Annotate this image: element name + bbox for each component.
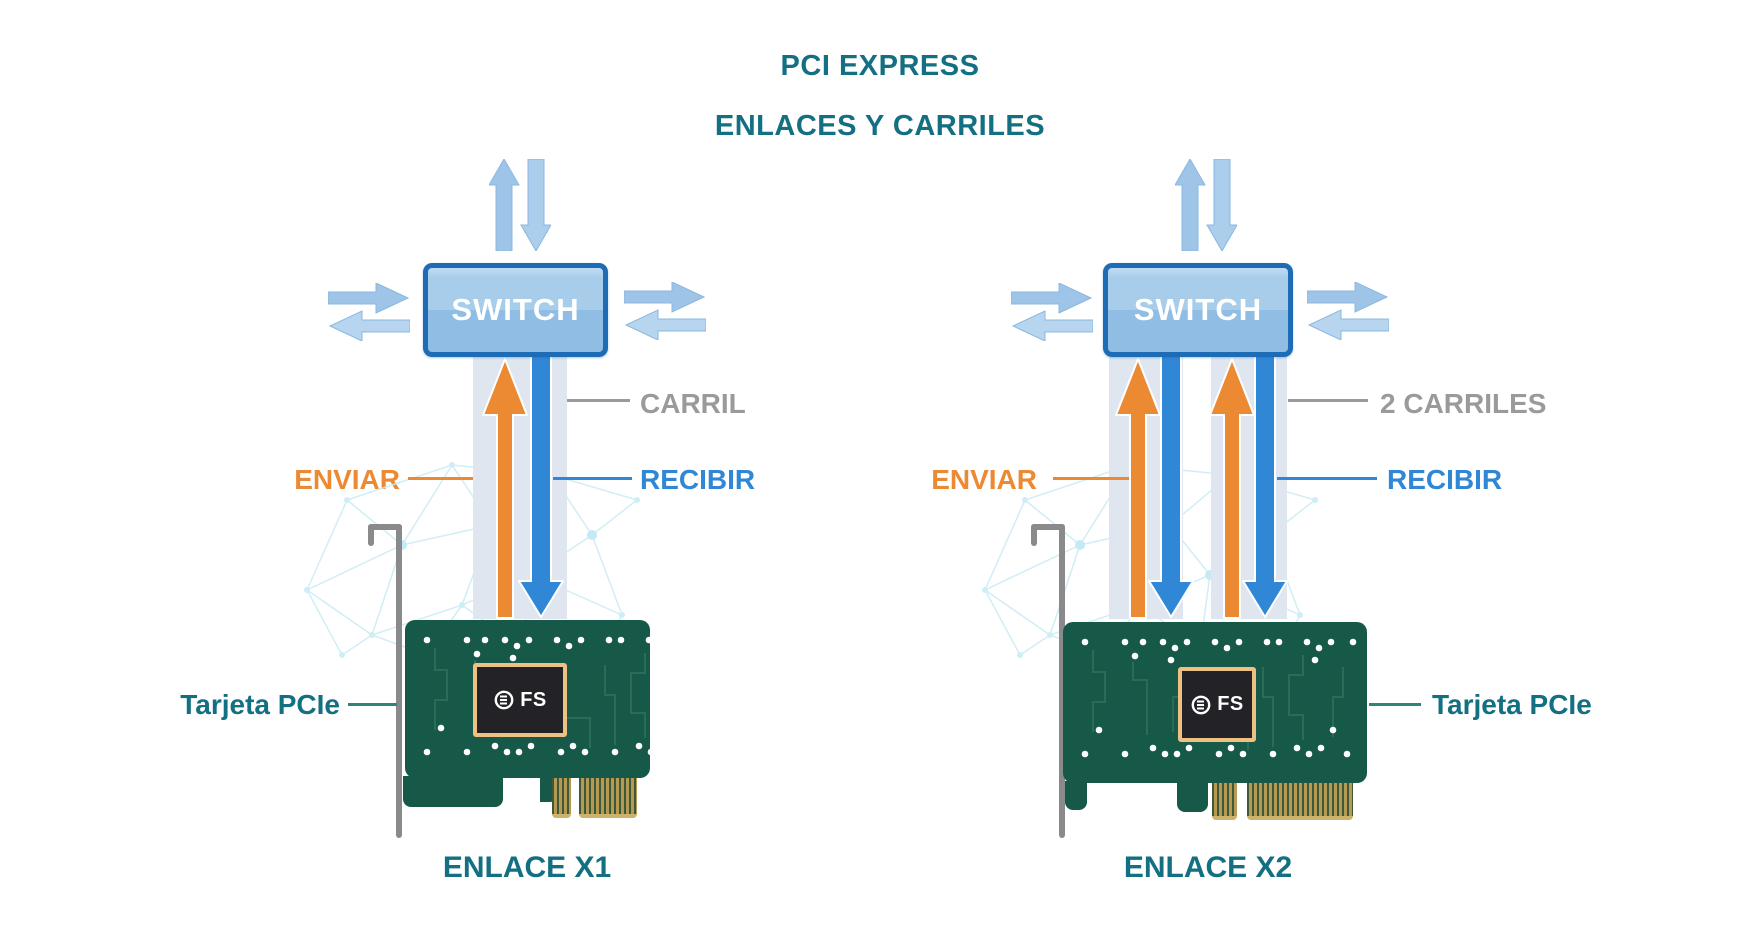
edge-connector-signal-segment xyxy=(579,778,637,818)
switch-box: SWITCH xyxy=(423,263,608,357)
fs-logo-icon xyxy=(494,690,514,710)
card-callout-line xyxy=(348,703,397,706)
page-title-line1: PCI EXPRESS xyxy=(780,50,980,82)
card-bracket xyxy=(1059,524,1065,838)
page-title-line2: ENLACES Y CARRILES xyxy=(714,110,1046,142)
switch-label: SWITCH xyxy=(451,292,580,327)
fs-chip: FS xyxy=(1178,667,1256,742)
chip-label: FS xyxy=(1217,693,1244,715)
link-label-x2: ENLACE X2 xyxy=(1123,851,1293,884)
receive-callout-line xyxy=(553,477,632,480)
send-label: ENVIAR xyxy=(931,464,1037,495)
receive-label: RECIBIR xyxy=(1387,464,1503,495)
card-bracket-hook xyxy=(368,524,402,530)
edge-connector-power-segment xyxy=(552,778,571,818)
card-label: Tarjeta PCIe xyxy=(180,689,340,720)
right-exchange-arrows-icon xyxy=(624,282,706,340)
send-callout-line xyxy=(1053,477,1129,480)
card-bracket-hook xyxy=(1031,524,1065,530)
receive-label: RECIBIR xyxy=(640,464,756,495)
lane-label: 2 CARRILES xyxy=(1380,388,1547,419)
fs-logo-icon xyxy=(1191,695,1211,714)
fs-chip: FS xyxy=(473,663,567,737)
receive-arrow-icon-2 xyxy=(1242,355,1288,618)
switch-box: SWITCH xyxy=(1103,263,1293,357)
link-label-x1: ENLACE X1 xyxy=(442,851,612,884)
right-exchange-arrows-icon xyxy=(1307,282,1389,340)
edge-connector-signal-segment xyxy=(1247,783,1353,820)
card-label: Tarjeta PCIe xyxy=(1432,689,1592,720)
receive-arrow-icon-1 xyxy=(1148,355,1194,618)
card-bracket-hook-stub xyxy=(368,524,374,546)
card-bracket xyxy=(396,524,402,838)
card-callout-line xyxy=(1369,703,1421,706)
send-label: ENVIAR xyxy=(294,464,400,495)
card-bracket-hook-stub xyxy=(1031,524,1037,546)
updown-exchange-arrows-icon xyxy=(1175,159,1237,251)
pcie-card: FS xyxy=(405,620,650,778)
chip-label: FS xyxy=(520,688,547,711)
receive-callout-line xyxy=(1277,477,1377,480)
edge-connector-power-segment xyxy=(1212,783,1237,820)
lane-callout-line xyxy=(567,399,630,402)
lane-callout-line xyxy=(1288,399,1368,402)
switch-label: SWITCH xyxy=(1133,292,1263,327)
pcie-card: FS xyxy=(1063,622,1367,783)
lane-label: CARRIL xyxy=(640,388,746,419)
card-bottom-tab xyxy=(1065,781,1087,810)
receive-arrow-icon xyxy=(518,355,564,618)
connector-shoulder xyxy=(1177,781,1208,812)
card-bottom-tab xyxy=(403,776,503,807)
left-exchange-arrows-icon xyxy=(328,283,410,341)
left-exchange-arrows-icon xyxy=(1011,283,1093,341)
updown-exchange-arrows-icon xyxy=(489,159,551,251)
send-callout-line xyxy=(408,477,473,480)
